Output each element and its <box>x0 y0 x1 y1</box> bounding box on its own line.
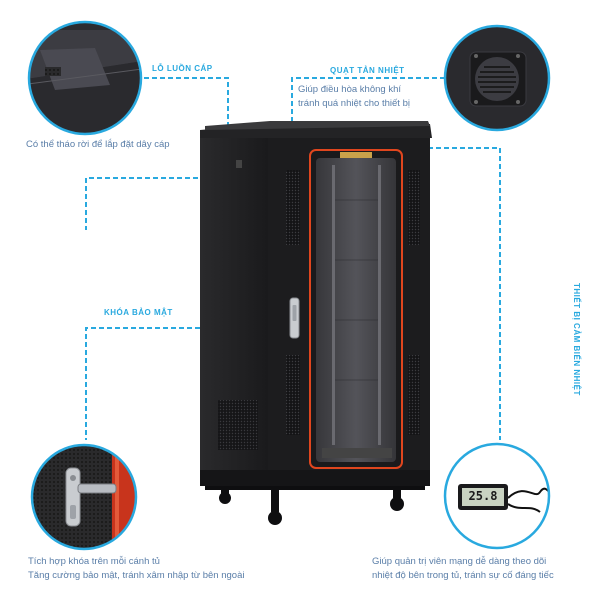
cooling-fan-detail <box>443 24 551 132</box>
leader-sensor <box>412 147 501 440</box>
label-cooling-fan: QUẠT TẢN NHIỆT <box>330 66 405 75</box>
desc-sensor-line1: Giúp quản trị viên mạng dễ dàng theo dõi <box>372 556 547 567</box>
cable-port-detail <box>27 20 143 136</box>
desc-cooling-fan-line2: tránh quá nhiệt cho thiết bị <box>298 98 410 109</box>
label-security-lock: KHÓA BẢO MẬT <box>104 308 173 317</box>
caster-wheels <box>219 488 404 525</box>
security-lock-detail <box>30 443 138 551</box>
desc-sensor-line2: nhiệt độ bên trong tủ, tránh sự cố đáng … <box>372 570 554 581</box>
leader-fan <box>291 77 445 128</box>
label-temp-sensor: THIẾT BỊ CẢM BIẾN NHIỆT <box>572 283 581 396</box>
leader-cable-port <box>128 77 229 128</box>
cabinet-side-panel <box>200 138 268 470</box>
thermometer-reading: 25.8 <box>468 489 498 503</box>
desc-cooling-fan-line1: Giúp điều hòa không khí <box>298 84 401 95</box>
desc-cable-port: Có thể tháo rời để lắp đặt dây cáp <box>26 139 170 150</box>
leader-upper-left <box>85 177 238 230</box>
desc-lock-line1: Tích hợp khóa trên mỗi cánh tủ <box>28 556 160 567</box>
cabinet <box>200 121 432 525</box>
fan-grille-icon <box>478 66 516 93</box>
label-cable-port: LỖ LUỒN CÁP <box>152 64 213 73</box>
temp-sensor-detail <box>443 442 551 550</box>
desc-lock-line2: Tăng cường bảo mật, tránh xâm nhập từ bê… <box>28 570 245 581</box>
